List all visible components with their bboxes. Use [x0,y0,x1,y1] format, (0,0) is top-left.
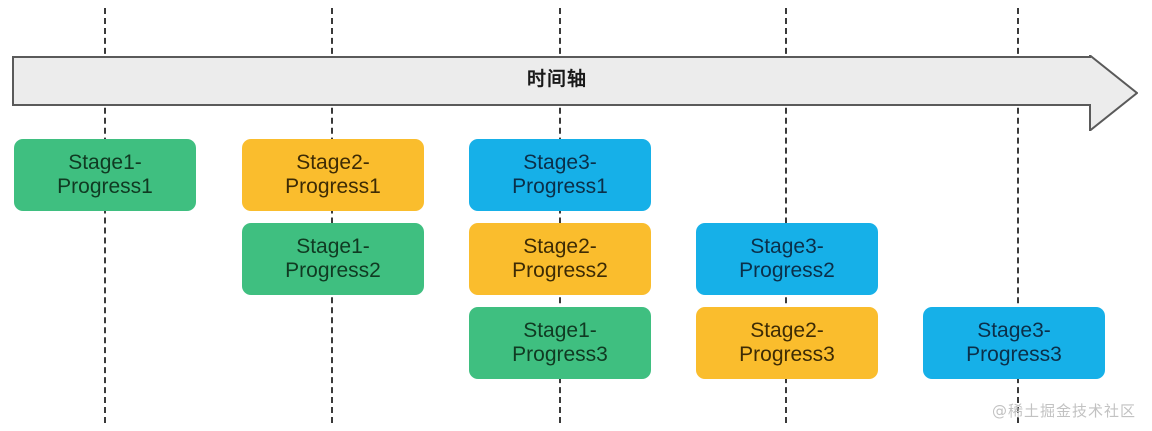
card-line-2: Progress1 [285,175,381,198]
card-line-1: Stage1- [523,319,597,343]
card-line-2: Progress3 [512,343,608,366]
card-line-1: Stage1- [68,151,142,175]
card-line-2: Progress3 [739,343,835,366]
card-stage1-progress3[interactable]: Stage1-Progress3 [469,307,651,379]
guide-5 [1017,8,1019,423]
card-line-2: Progress3 [966,343,1062,366]
card-line-1: Stage3- [523,151,597,175]
timeline-arrow [12,55,1138,131]
card-stage1-progress1[interactable]: Stage1-Progress1 [14,139,196,211]
card-line-2: Progress2 [739,259,835,282]
card-line-2: Progress2 [285,259,381,282]
card-stage2-progress3[interactable]: Stage2-Progress3 [696,307,878,379]
card-stage3-progress3[interactable]: Stage3-Progress3 [923,307,1105,379]
card-stage2-progress1[interactable]: Stage2-Progress1 [242,139,424,211]
card-stage2-progress2[interactable]: Stage2-Progress2 [469,223,651,295]
card-line-1: Stage3- [977,319,1051,343]
guide-3 [559,8,561,423]
arrow-shape [12,55,1138,131]
guide-4 [785,8,787,423]
card-stage3-progress1[interactable]: Stage3-Progress1 [469,139,651,211]
card-line-2: Progress1 [57,175,153,198]
card-line-2: Progress1 [512,175,608,198]
card-stage3-progress2[interactable]: Stage3-Progress2 [696,223,878,295]
card-line-2: Progress2 [512,259,608,282]
guide-1 [104,8,106,423]
guide-2 [331,8,333,423]
card-stage1-progress2[interactable]: Stage1-Progress2 [242,223,424,295]
card-line-1: Stage2- [296,151,370,175]
card-line-1: Stage3- [750,235,824,259]
card-line-1: Stage1- [296,235,370,259]
card-line-1: Stage2- [750,319,824,343]
card-line-1: Stage2- [523,235,597,259]
watermark: @稀土掘金技术社区 [991,402,1136,420]
